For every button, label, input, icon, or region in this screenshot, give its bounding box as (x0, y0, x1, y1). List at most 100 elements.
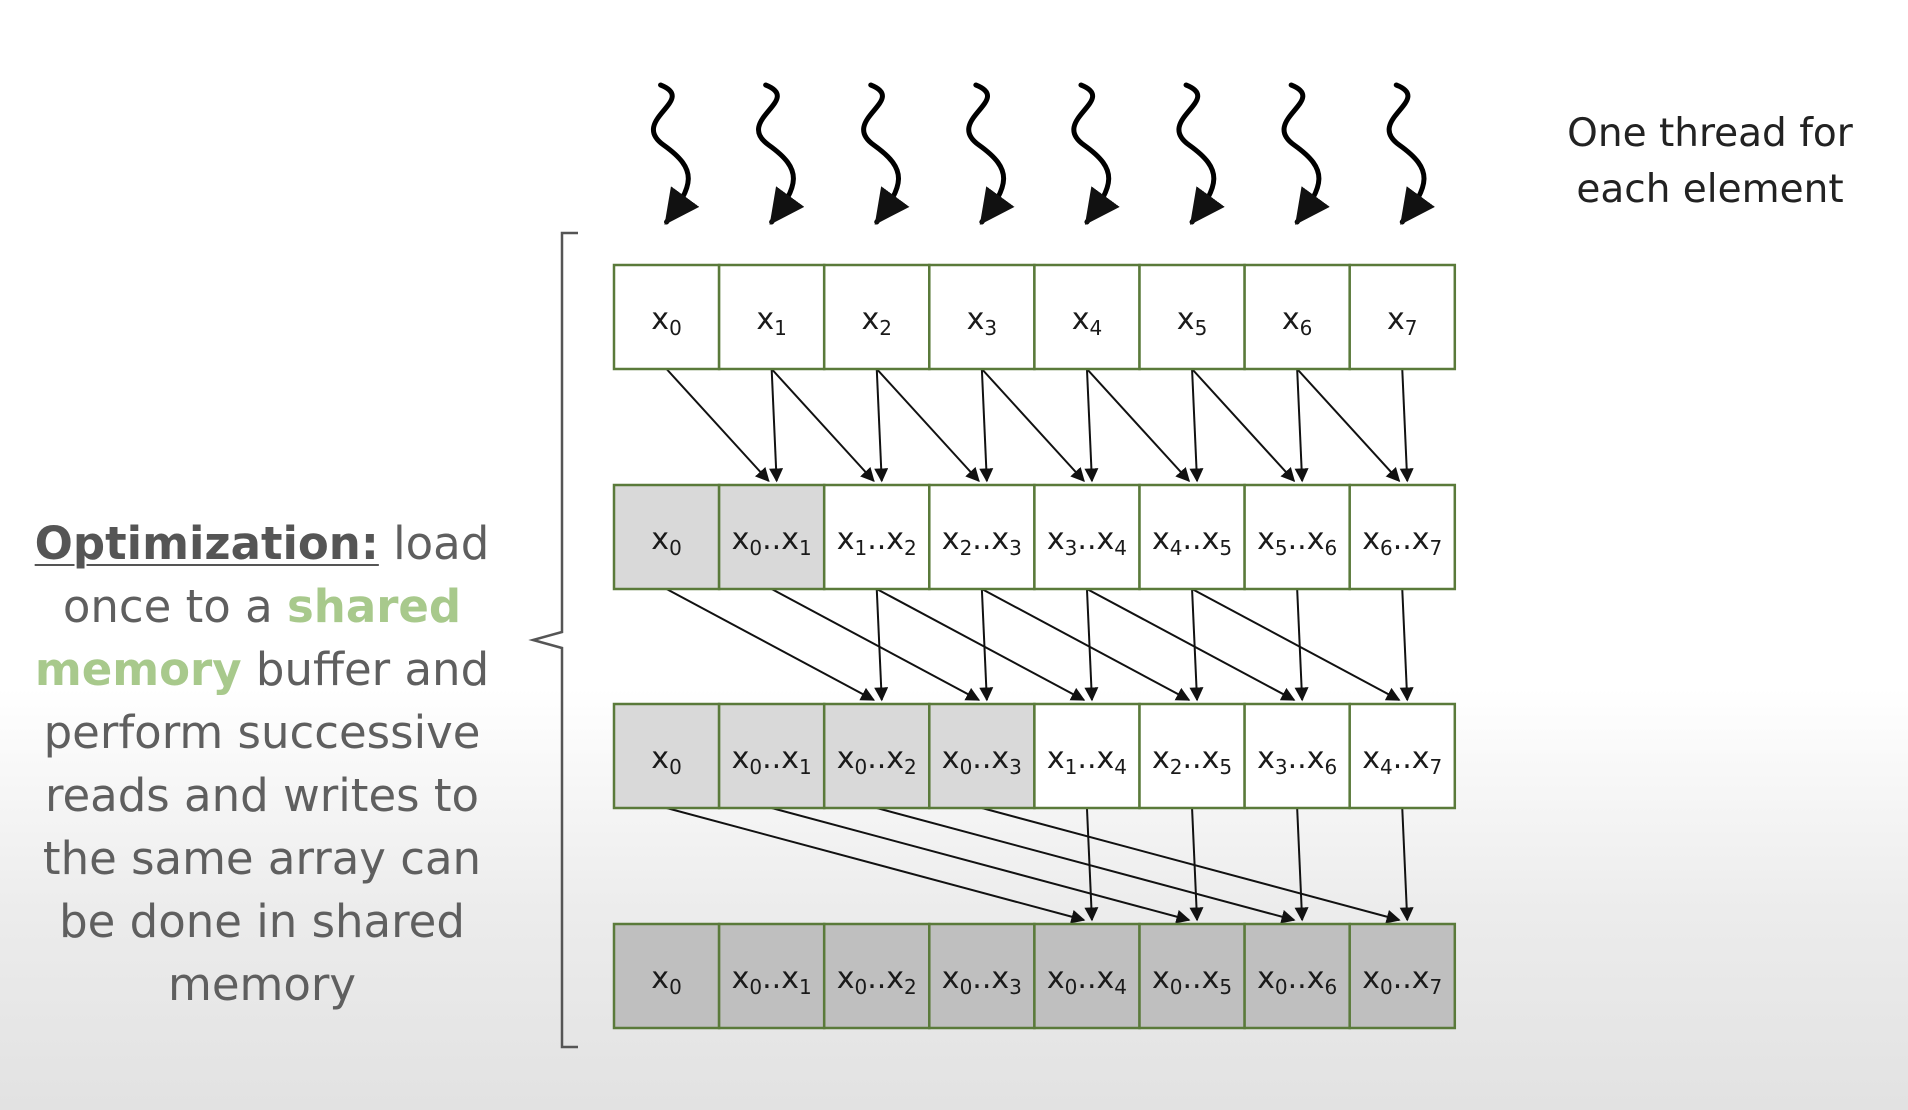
cell-label: x7 (1387, 302, 1418, 340)
diagonal-arrow (1191, 588, 1401, 701)
array-cell (612, 922, 721, 1030)
array-cell (1348, 263, 1457, 371)
cell-label: x0..x1 (732, 961, 812, 999)
array-cell (717, 263, 826, 371)
cell-label: x5 (1177, 302, 1208, 340)
vertical-arrow (1084, 588, 1099, 702)
optimization-text-2: buffer and perform successive reads and … (42, 643, 490, 1011)
cell-label: x0 (651, 522, 682, 560)
cell-label: x1..x2 (837, 522, 917, 560)
cell-label: x0 (651, 741, 682, 779)
cell-label: x3 (967, 302, 998, 340)
cell-label: x3..x4 (1047, 522, 1127, 560)
thread-squiggle-icon (1281, 82, 1330, 225)
array-cell (928, 702, 1036, 810)
caption-line-2: each element (1576, 167, 1844, 212)
cell-label: x0..x4 (1047, 961, 1127, 999)
dependency-arrows (665, 368, 1414, 924)
optimization-text-1: load once to a (62, 517, 490, 633)
cell-label: x0..x7 (1362, 961, 1442, 999)
shared-memory-highlight: shared memory (34, 580, 462, 696)
cell-label: x4..x5 (1152, 522, 1232, 560)
diagonal-arrow (876, 368, 980, 483)
array-row-2: x0 x0..x1 x0..x2 x0..x3 x1..x4 x2..x5 x3..x6 x4… (612, 702, 1457, 810)
thread-squiggle-icon (1386, 82, 1435, 225)
array-cell (928, 922, 1036, 1030)
array-cell (1138, 483, 1246, 591)
cell-label: x1 (756, 302, 787, 340)
diagonal-arrow (1296, 368, 1401, 483)
vertical-arrow (769, 368, 784, 483)
thread-icons (650, 82, 1435, 225)
vertical-arrow (1399, 807, 1414, 922)
vertical-arrow (1084, 807, 1099, 922)
thread-squiggle-icon (966, 82, 1015, 225)
array-cell (1138, 702, 1246, 810)
array-row-0: x0 x1 x2 x3 x4 x5 x6 x7 (612, 263, 1457, 371)
array-cell (717, 483, 826, 591)
array-cell (1243, 922, 1351, 1030)
array-cell (612, 263, 721, 371)
vertical-arrow (1399, 588, 1414, 702)
cell-label: x0..x5 (1152, 961, 1232, 999)
cell-label: x0..x1 (732, 741, 812, 779)
vertical-arrow (1294, 807, 1309, 922)
cell-label: x2 (862, 302, 893, 340)
cell-label: x0..x3 (942, 741, 1022, 779)
diagonal-arrow (1191, 368, 1296, 483)
thread-squiggle-icon (650, 82, 700, 225)
vertical-arrow (1189, 368, 1204, 483)
cell-label: x2..x5 (1152, 741, 1232, 779)
array-cell (612, 702, 721, 810)
cell-label: x6 (1282, 302, 1313, 340)
cell-label: x3..x6 (1257, 741, 1337, 779)
vertical-arrow (1294, 588, 1309, 702)
vertical-arrow (1084, 368, 1099, 483)
cell-label: x0..x2 (837, 741, 917, 779)
diagonal-arrow (981, 807, 1401, 924)
cell-label: x0..x3 (942, 961, 1022, 999)
left-brace-icon (528, 231, 578, 1049)
cell-label: x0..x1 (732, 522, 812, 560)
diagonal-arrow (981, 588, 1191, 701)
diagonal-arrow (666, 588, 875, 701)
vertical-arrow (874, 588, 889, 702)
thread-squiggle-icon (1176, 82, 1225, 225)
diagonal-arrow (981, 368, 1085, 483)
vertical-arrow (979, 588, 994, 702)
diagonal-arrow (771, 807, 1191, 924)
array-cell (1348, 702, 1457, 810)
left-brace-icon (528, 231, 578, 1049)
array-cell (1243, 483, 1351, 591)
thread-squiggle-icon (756, 82, 805, 225)
array-cell (1348, 922, 1457, 1030)
array-cell (822, 263, 931, 371)
cell-label: x0 (651, 302, 682, 340)
caption-line-1: One thread for (1567, 111, 1853, 156)
array-cell (717, 702, 826, 810)
array-cell (1348, 483, 1457, 591)
vertical-arrow (1189, 588, 1204, 702)
array-cell (822, 922, 931, 1030)
cell-label: x1..x4 (1047, 741, 1127, 779)
array-cell (822, 483, 931, 591)
vertical-arrow (1189, 807, 1204, 922)
optimization-note: Optimization: load once to a shared memo… (8, 512, 516, 1016)
thread-squiggle-icon (1071, 82, 1120, 225)
cell-label: x4 (1072, 302, 1103, 340)
thread-squiggle-icon (861, 82, 910, 225)
optimization-title: Optimization: (34, 517, 379, 570)
cell-label: x0 (651, 961, 682, 999)
diagonal-arrow (771, 588, 981, 701)
cell-label: x0..x6 (1257, 961, 1337, 999)
diagonal-arrow (876, 588, 1086, 701)
thread-caption: One thread for each element (1515, 106, 1905, 218)
cell-label: x4..x7 (1362, 741, 1442, 779)
cell-label: x5..x6 (1257, 522, 1337, 560)
vertical-arrow (979, 368, 994, 483)
cell-label: x6..x7 (1362, 522, 1442, 560)
